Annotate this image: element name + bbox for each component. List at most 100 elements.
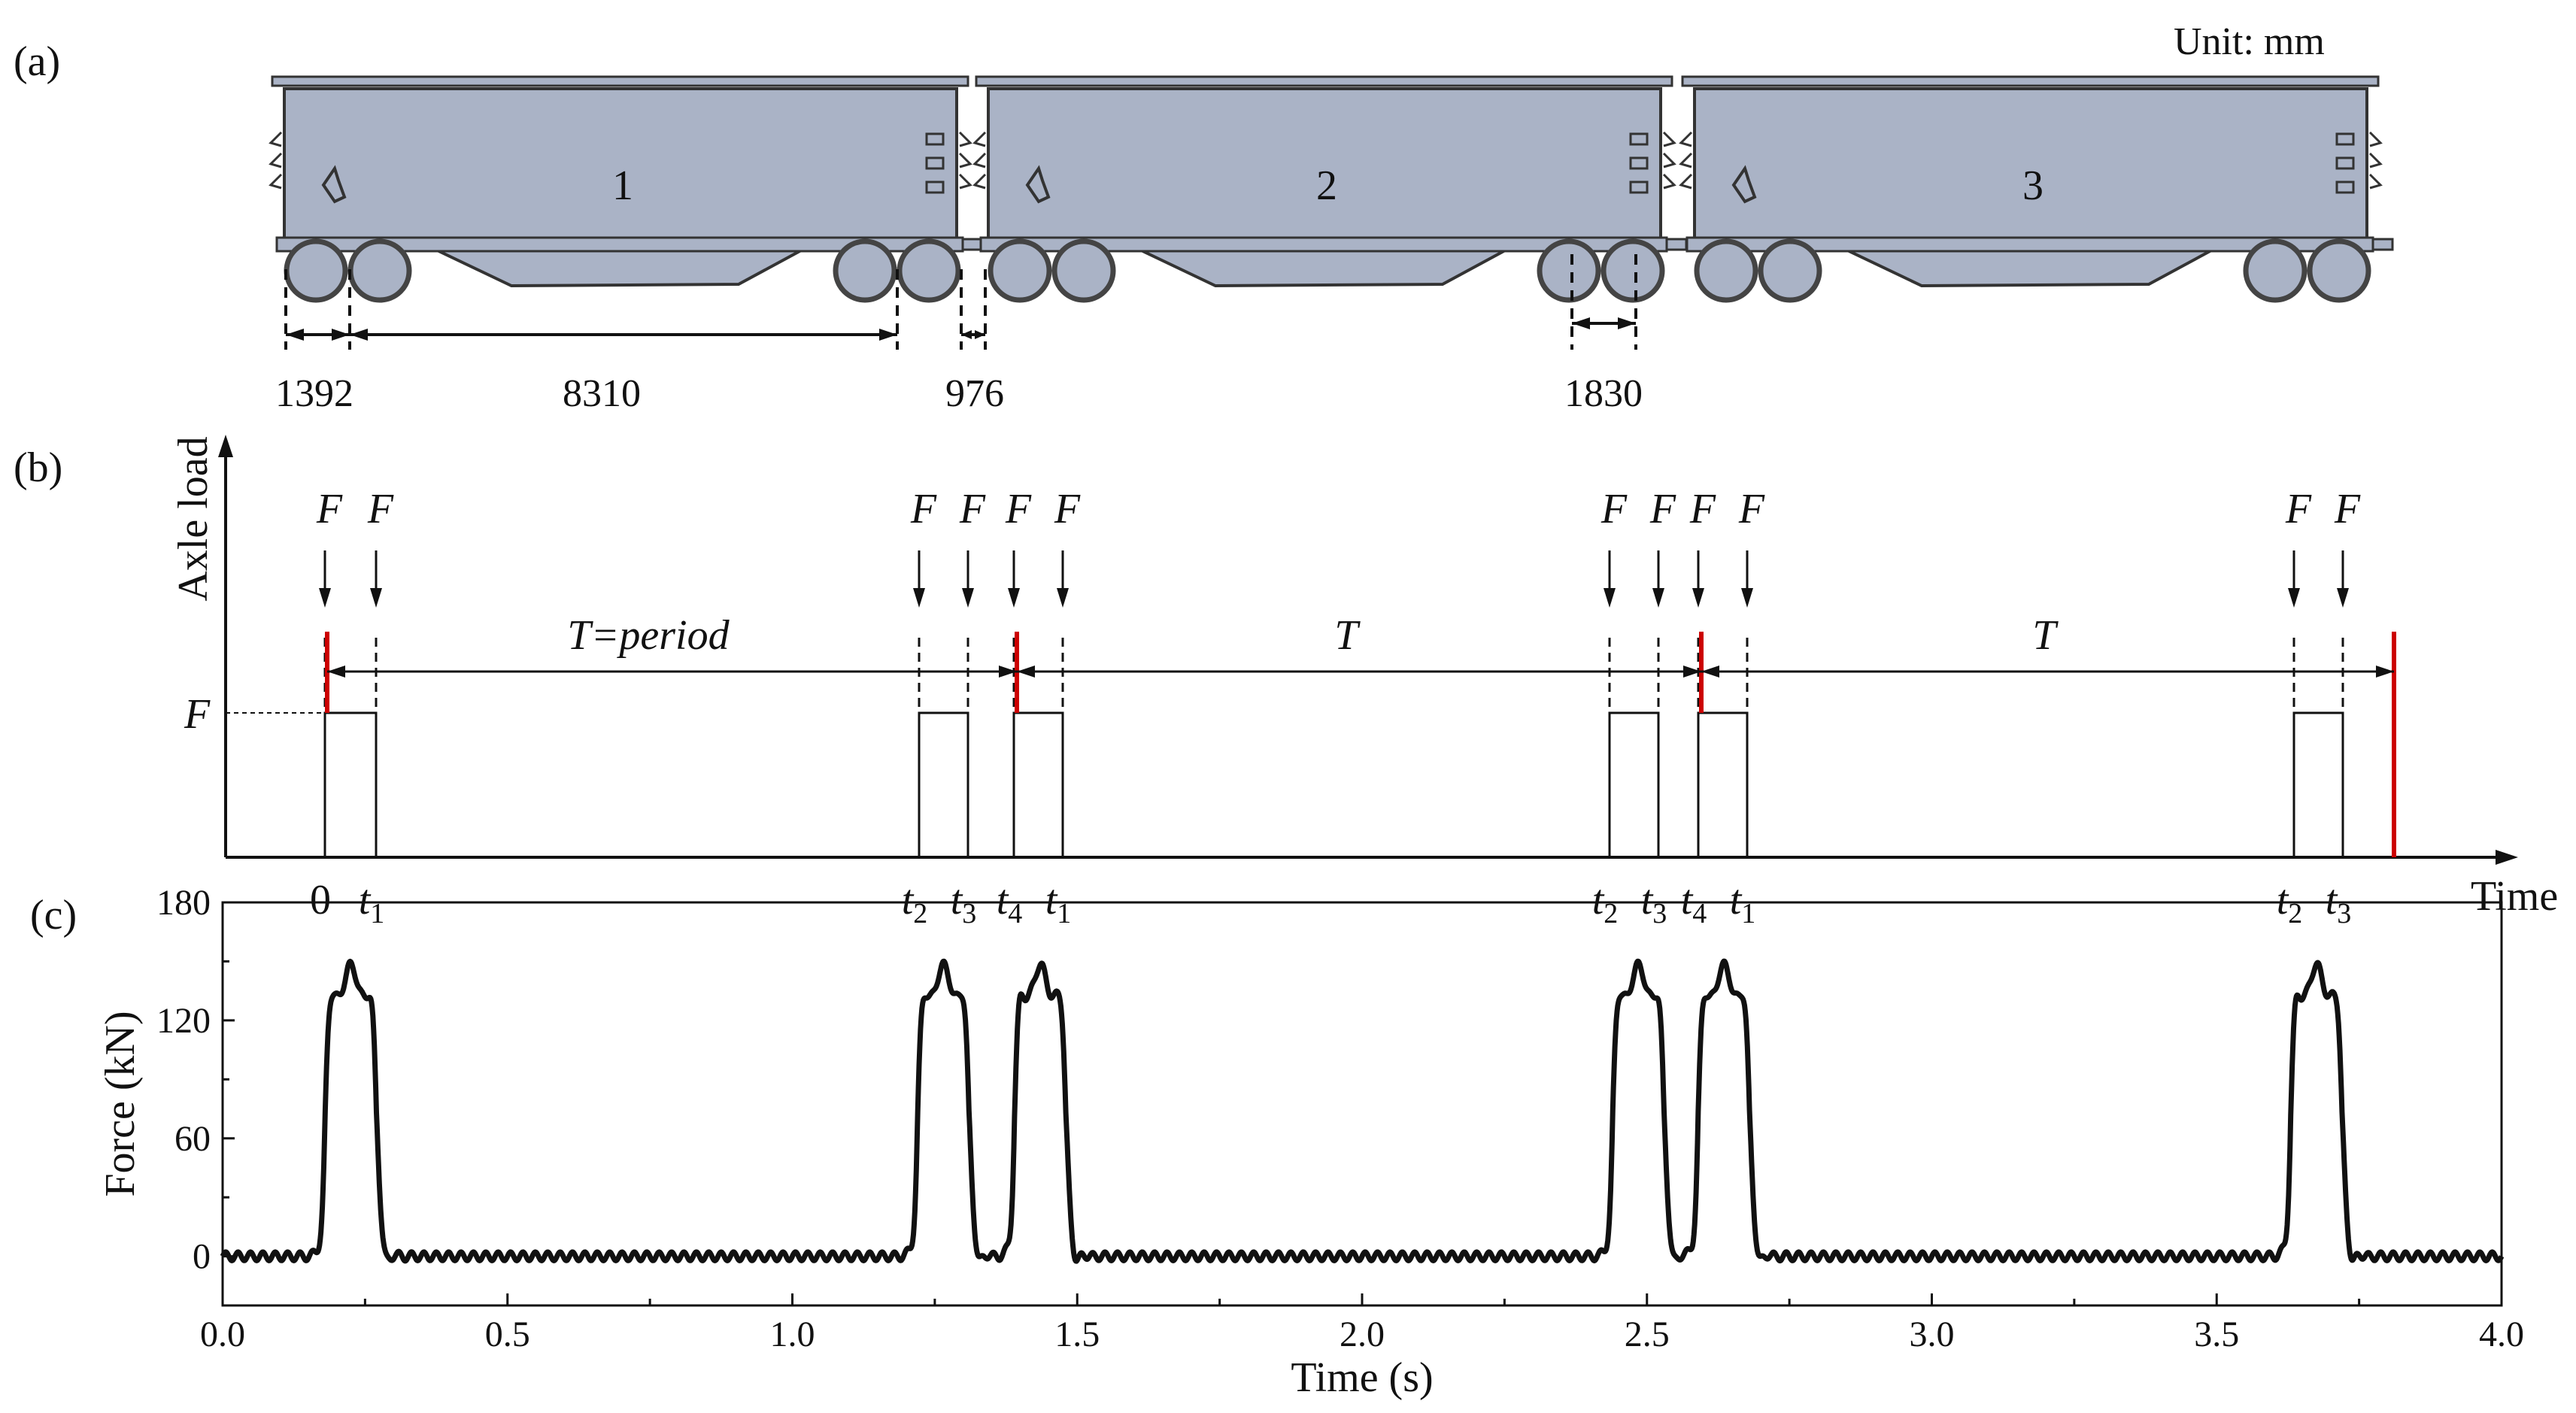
ladder-rung [925, 180, 945, 194]
wagon-1: 1 [269, 75, 984, 303]
x-tick-label: 2.5 [1625, 1314, 1670, 1354]
side-bracket [972, 152, 987, 168]
force-level-label: F [184, 691, 211, 738]
load-force-label: F [2334, 486, 2361, 532]
wagon-roof [975, 75, 1673, 87]
load-force-label: F [1649, 486, 1676, 532]
wheel [1051, 238, 1116, 303]
x-tick-label: 4.0 [2479, 1314, 2524, 1354]
time-tick-label: t2 [2277, 877, 2303, 929]
time-tick-label: t3 [1641, 877, 1667, 929]
dimension-8310: 8310 [563, 372, 641, 415]
load-force-label: F [1738, 486, 1765, 532]
dimension-1830: 1830 [1564, 372, 1643, 415]
side-bracket [1679, 152, 1693, 168]
ladder-rung [2335, 180, 2355, 194]
ladder-rung [2335, 156, 2355, 170]
side-bracket [1662, 152, 1676, 168]
time-tick-label: t4 [997, 877, 1023, 929]
wheel [1758, 238, 1822, 303]
axle-load-y-label: Axle load [170, 436, 217, 601]
side-bracket [958, 152, 972, 168]
x-tick-label: 3.5 [2194, 1314, 2239, 1354]
dimension-1392: 1392 [275, 372, 353, 415]
ladder-rung [1629, 156, 1649, 170]
y-axis-arrow-icon [218, 435, 233, 457]
ladder-rung [1629, 132, 1649, 146]
load-force-label: F [2285, 486, 2312, 532]
side-bracket [972, 173, 987, 190]
time-tick-label: t2 [902, 877, 928, 929]
x-tick-label: 1.0 [770, 1314, 815, 1354]
load-arrowhead-icon [370, 588, 382, 608]
y-tick-label: 120 [156, 1001, 211, 1041]
wagon-roof [1681, 75, 2380, 87]
axle-load-pulse [2292, 711, 2344, 857]
x-axis-arrow-icon [2496, 850, 2518, 865]
coupler [961, 238, 984, 251]
x-tick-label: 2.0 [1340, 1314, 1385, 1354]
side-bracket [1679, 173, 1693, 190]
dimension-arrowheads [286, 317, 1636, 341]
period-label-2: T [1334, 612, 1361, 659]
load-force-label: F [910, 486, 937, 532]
wheel [897, 238, 961, 303]
side-bracket [958, 173, 972, 190]
time-tick-label: t2 [1592, 877, 1619, 929]
dimension-976: 976 [945, 372, 1004, 415]
plot-frame [221, 901, 2503, 1307]
side-bracket [1662, 173, 1676, 190]
side-bracket [2368, 131, 2383, 147]
time-tick-label: 0 [310, 877, 331, 923]
wheel [988, 238, 1052, 303]
load-arrowhead-icon [962, 588, 974, 608]
wheel [1601, 238, 1665, 303]
time-tick-label: t1 [1730, 877, 1756, 929]
time-tick-label: t4 [1681, 877, 1707, 929]
side-bracket [269, 152, 283, 168]
time-tick-label: t1 [359, 877, 385, 929]
period-label-3: T [2032, 612, 2059, 659]
unit-label: Unit: mm [2174, 20, 2325, 63]
panel-b-label: (b) [14, 444, 62, 491]
ladder-rung [2335, 132, 2355, 146]
side-bracket [958, 131, 972, 147]
panel-c-label: (c) [30, 892, 77, 938]
y-tick-label: 60 [174, 1119, 211, 1159]
time-tick-label: t1 [1045, 877, 1072, 929]
x-tick-label: 0.5 [485, 1314, 530, 1354]
load-force-label: F [959, 486, 986, 532]
load-arrowhead-icon [1652, 588, 1664, 608]
axle-load-x-label: Time [2471, 873, 2558, 920]
load-arrowhead-icon [913, 588, 925, 608]
side-bracket [2368, 152, 2383, 168]
wheel [833, 238, 897, 303]
force-x-label: Time (s) [1291, 1354, 1433, 1401]
wagon-2: 2 [972, 75, 1688, 303]
coupler [2371, 238, 2394, 251]
axle-load-pulse [1608, 711, 1660, 857]
force-series-line [220, 958, 2505, 1264]
dimension-lines [284, 254, 1637, 350]
side-bracket [269, 173, 283, 190]
load-force-label: F [367, 486, 394, 532]
x-tick-label: 3.0 [1910, 1314, 1955, 1354]
wheel [1537, 238, 1601, 303]
side-bracket [2368, 173, 2383, 190]
door-handle-icon [1025, 165, 1051, 204]
side-bracket [1679, 131, 1693, 147]
y-tick-label: 0 [193, 1237, 211, 1277]
load-arrowhead-icon [1741, 588, 1753, 608]
load-arrowhead-icon [319, 588, 331, 608]
wagon-number: 3 [2022, 162, 2044, 209]
wagon-roof [271, 75, 969, 87]
load-arrowhead-icon [2337, 588, 2349, 608]
time-tick-label: t3 [2326, 877, 2352, 929]
load-force-label: F [1005, 486, 1032, 532]
